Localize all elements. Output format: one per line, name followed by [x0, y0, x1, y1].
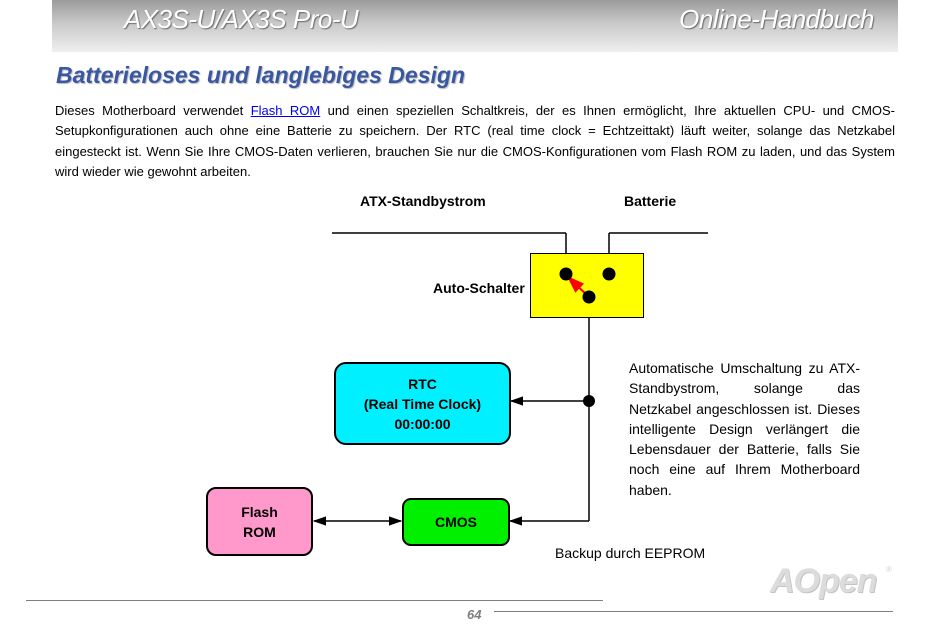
- flash-label-line1: Flash: [241, 503, 278, 520]
- page-number: 64: [467, 607, 482, 622]
- flash-rom-box: Flash ROM: [206, 487, 313, 556]
- footer-rule-left: [26, 600, 603, 601]
- rtc-box: RTC (Real Time Clock) 00:00:00: [334, 362, 511, 445]
- cmos-box: CMOS: [402, 498, 510, 546]
- junction-dot: [583, 395, 595, 407]
- aopen-logo: AOpen: [770, 562, 877, 600]
- intro-text-start: Dieses Motherboard verwendet: [55, 103, 251, 118]
- manual-title: Online-Handbuch: [679, 4, 874, 34]
- rtc-subtitle: (Real Time Clock): [363, 395, 482, 412]
- section-title: Batterieloses und langlebiges Design: [56, 62, 465, 88]
- battery-label: Batterie: [624, 193, 677, 209]
- intro-paragraph: Dieses Motherboard verwendet Flash ROM u…: [55, 101, 895, 183]
- flash-label-line2: ROM: [243, 523, 276, 540]
- backup-label: Backup durch EEPROM: [555, 545, 706, 561]
- footer-rule-right: [494, 611, 893, 612]
- switch-contact-common: [582, 290, 596, 304]
- product-title: AX3S-U/AX3S Pro-U: [124, 4, 359, 34]
- auto-switch-label: Auto-Schalter: [433, 280, 525, 296]
- switch-contact-battery: [602, 267, 616, 281]
- page-header: AX3S-U/AX3S Pro-U Online-Handbuch: [52, 0, 898, 52]
- intro-text-end: und einen speziellen Schaltkreis, der es…: [55, 103, 896, 180]
- flash-rom-link[interactable]: Flash ROM: [250, 103, 321, 118]
- switch-contact-atx: [559, 267, 573, 281]
- rtc-title: RTC: [408, 375, 437, 392]
- cmos-label: CMOS: [435, 514, 477, 530]
- switch-description: Automatische Umschaltung zu ATX-Standbys…: [629, 360, 860, 498]
- auto-switch-box: [530, 253, 644, 318]
- registered-mark: ®: [886, 565, 892, 574]
- rtc-time: 00:00:00: [394, 415, 451, 432]
- atx-standby-label: ATX-Standbystrom: [360, 193, 486, 209]
